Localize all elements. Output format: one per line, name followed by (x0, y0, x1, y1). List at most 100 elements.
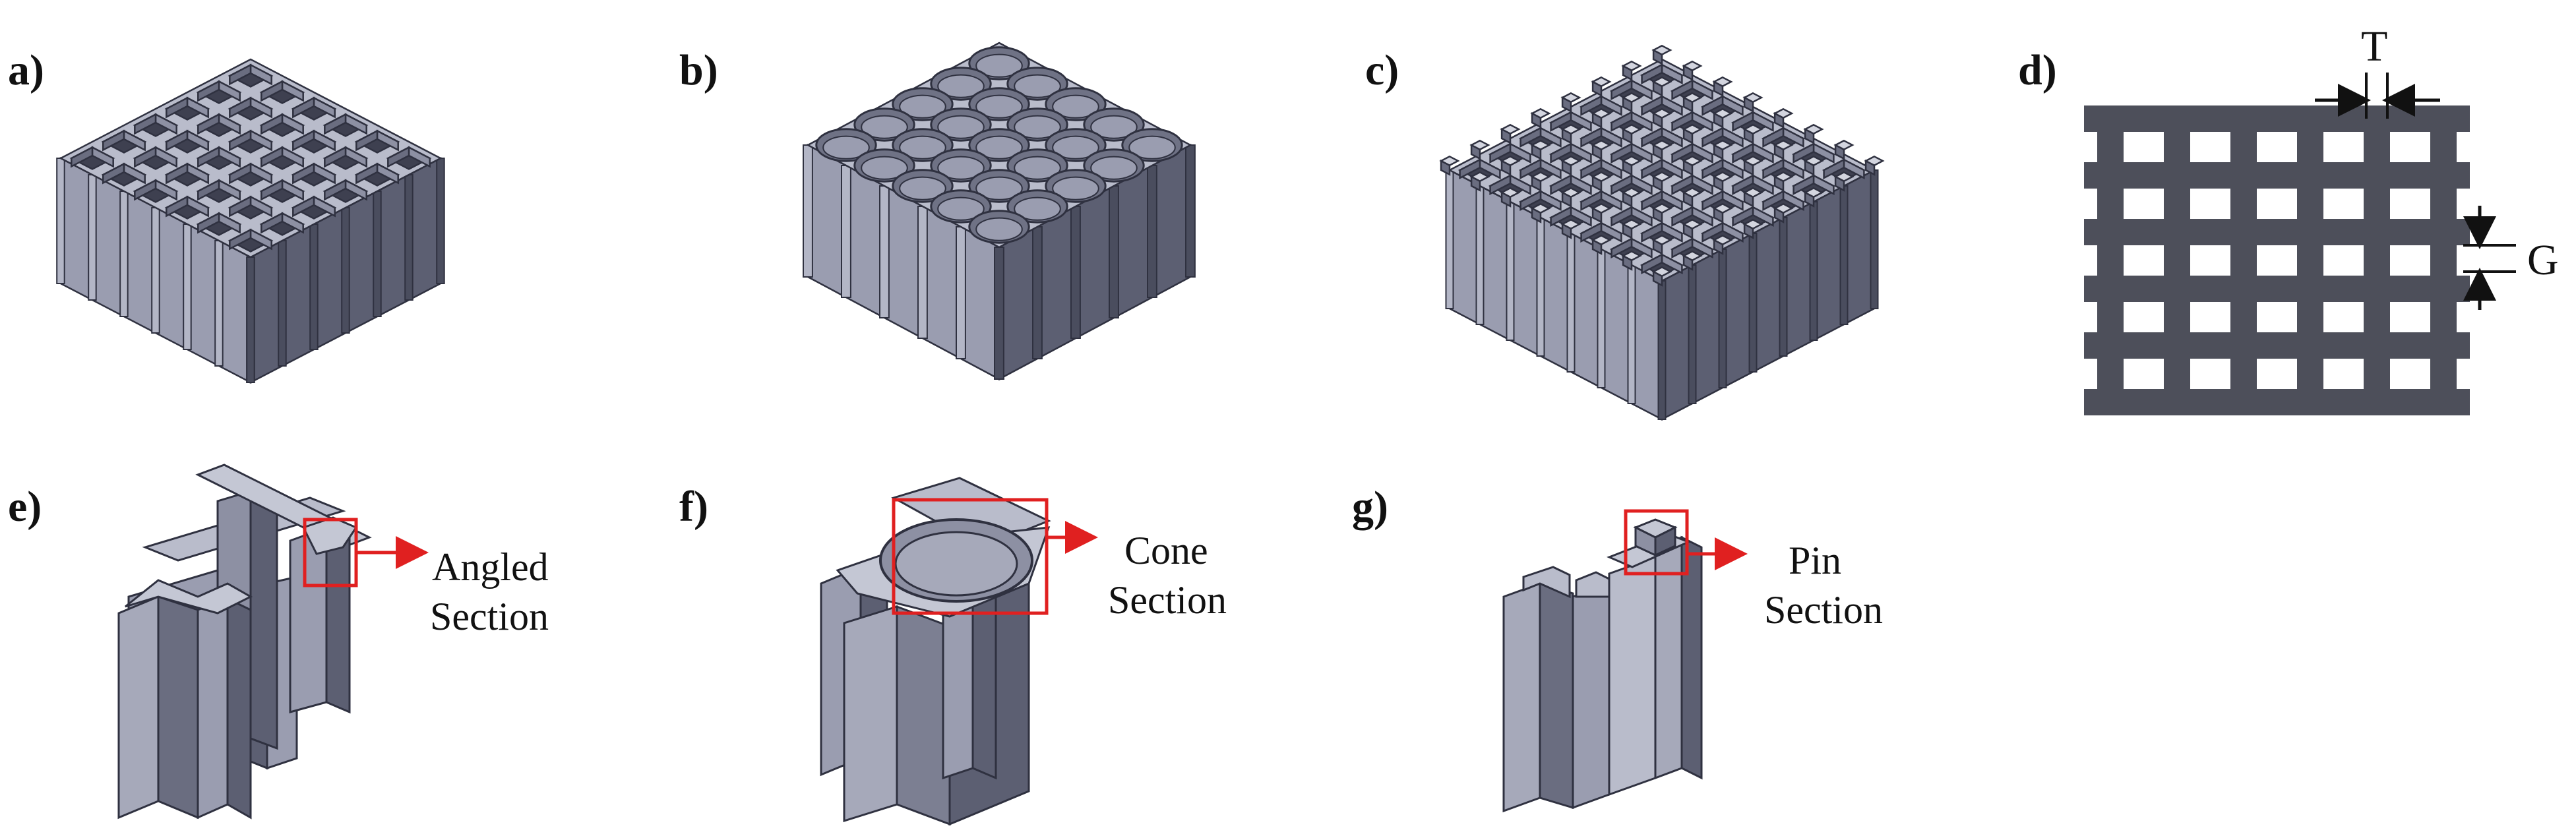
lattice-rib (1870, 169, 1879, 309)
lattice-cell-wall (1702, 95, 1724, 117)
lattice-cell-wall (1610, 206, 1633, 227)
lattice-cell-wall (292, 195, 315, 218)
pin-top (1560, 92, 1581, 104)
pin-top (1621, 218, 1642, 230)
grid-horizontal-bar (2084, 276, 2470, 302)
lattice-cell-wall (355, 162, 379, 185)
lattice-cell-wall (197, 113, 220, 135)
lattice-cell-wall (1732, 111, 1754, 133)
pin-top (1651, 266, 1672, 278)
pin-callout-line1: Pin (1789, 539, 1841, 582)
lattice-rib (1688, 264, 1697, 404)
pin-top (1682, 60, 1703, 72)
pin-top (1651, 76, 1672, 88)
lattice-rib (1627, 264, 1636, 404)
lattice-cell-wall (134, 113, 157, 135)
lattice-cell-wall (1641, 190, 1663, 212)
pin-top (1712, 234, 1733, 246)
pin-top (1500, 123, 1521, 135)
gap-label: G (2527, 236, 2559, 284)
pin-top (1439, 155, 1460, 167)
lattice-rib (119, 191, 129, 317)
pin-top (1833, 171, 1855, 183)
lattice-cell-wall (1732, 142, 1754, 164)
lattice-cell-wall (1671, 111, 1694, 133)
cone-hole-inner (899, 94, 946, 119)
pin-top (1591, 76, 1612, 88)
pin-top (1712, 107, 1733, 119)
pin-top (1500, 187, 1521, 198)
grid-vertical-bar (2430, 105, 2457, 415)
pin-top (1682, 155, 1703, 167)
lattice-cell-wall (1762, 190, 1785, 212)
thickness-label: T (2361, 22, 2387, 71)
lattice-cell-wall (1519, 158, 1542, 180)
angled-lattice-render (56, 58, 445, 384)
pin-top (1773, 202, 1794, 214)
cone-hole-inner (937, 196, 985, 221)
grid-vertical-bar (2164, 105, 2190, 415)
lattice-cell-wall (1641, 95, 1663, 117)
lattice-cell-wall (261, 146, 284, 168)
lattice-cell-wall (261, 113, 284, 135)
grid-horizontal-bar (2084, 162, 2470, 189)
pin-top (1651, 202, 1672, 214)
pin-top (1742, 218, 1763, 230)
lattice-rib (404, 174, 414, 301)
lattice-cell-wall (1671, 79, 1694, 101)
lattice-rib (56, 158, 65, 284)
lattice-cell-wall (261, 212, 284, 234)
pin-top (1773, 139, 1794, 151)
lattice-cell-wall (134, 179, 157, 201)
lattice-cell-wall (1610, 111, 1633, 133)
pin-top (1651, 139, 1672, 151)
pin-top (1712, 139, 1733, 151)
lattice-cell-wall (1702, 190, 1724, 212)
lattice-rib (1445, 169, 1454, 309)
lattice-cell-wall (1519, 127, 1542, 148)
pin-top (1773, 107, 1794, 119)
lattice-cell-wall (1610, 79, 1633, 101)
lattice-rib (994, 247, 1004, 380)
lattice-rib (1657, 280, 1667, 420)
cone-hole-inner (1014, 156, 1061, 180)
pin-top (1621, 187, 1642, 198)
lattice-rib (1566, 233, 1576, 373)
lattice-cell-wall (1793, 142, 1815, 164)
lattice-cell-wall (261, 80, 284, 102)
lattice-rib (278, 240, 287, 367)
lattice-rib (183, 224, 192, 350)
pin-callout-line2: Section (1764, 588, 1883, 632)
pin-top (1712, 171, 1733, 183)
lattice-cell-wall (1610, 142, 1633, 164)
pin-top (1621, 123, 1642, 135)
grid-vertical-bar (2097, 105, 2124, 415)
cone-hole-inner (899, 135, 946, 160)
pin-top (1469, 139, 1490, 151)
lattice-cross-section (2084, 105, 2470, 415)
lattice-cell-wall (324, 146, 347, 168)
pin-top (1591, 234, 1612, 246)
lattice-cell-wall (1823, 158, 1845, 180)
lattice-cell-wall (1580, 95, 1603, 117)
lattice-cell-wall (1489, 174, 1512, 196)
lattice-cell-wall (1610, 237, 1633, 259)
lattice-cell-wall (1793, 174, 1815, 196)
lattice-cell-wall (1550, 111, 1572, 133)
lattice-rib (1597, 249, 1606, 388)
grid-vertical-bar (2297, 105, 2323, 415)
lattice-cell-wall (166, 96, 189, 119)
lattice-rib (373, 191, 382, 317)
lattice-cell-wall (229, 96, 252, 119)
lattice-cell-wall (229, 195, 252, 218)
lattice-cell-wall (134, 146, 157, 168)
cone-hole-inner (899, 176, 946, 200)
lattice-rib (1506, 201, 1515, 341)
pin-top (1682, 92, 1703, 104)
pin-top (1773, 171, 1794, 183)
lattice-cell-wall (1641, 63, 1663, 85)
pin-top (1621, 155, 1642, 167)
lattice-cell-wall (1702, 222, 1724, 243)
lattice-rib (879, 185, 890, 318)
